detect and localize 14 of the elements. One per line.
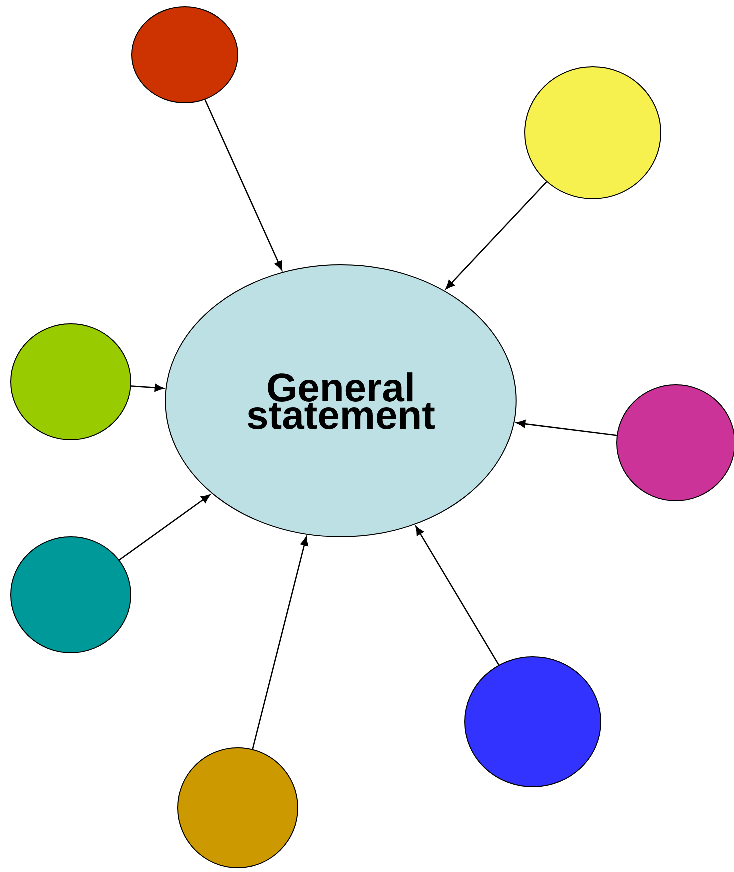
arrow xyxy=(252,536,308,750)
empty-circle xyxy=(178,748,298,868)
arrow xyxy=(131,384,164,392)
arrow xyxy=(204,100,283,271)
arrow xyxy=(119,494,211,561)
arrow xyxy=(446,182,548,290)
empty-circle xyxy=(464,656,602,788)
empty-circle xyxy=(132,6,238,104)
arrow xyxy=(416,526,500,666)
empty-circle xyxy=(616,384,734,502)
arrow xyxy=(516,420,618,436)
empty-circle xyxy=(10,536,132,654)
empty-circle xyxy=(524,66,662,200)
empty-circle xyxy=(10,324,132,440)
